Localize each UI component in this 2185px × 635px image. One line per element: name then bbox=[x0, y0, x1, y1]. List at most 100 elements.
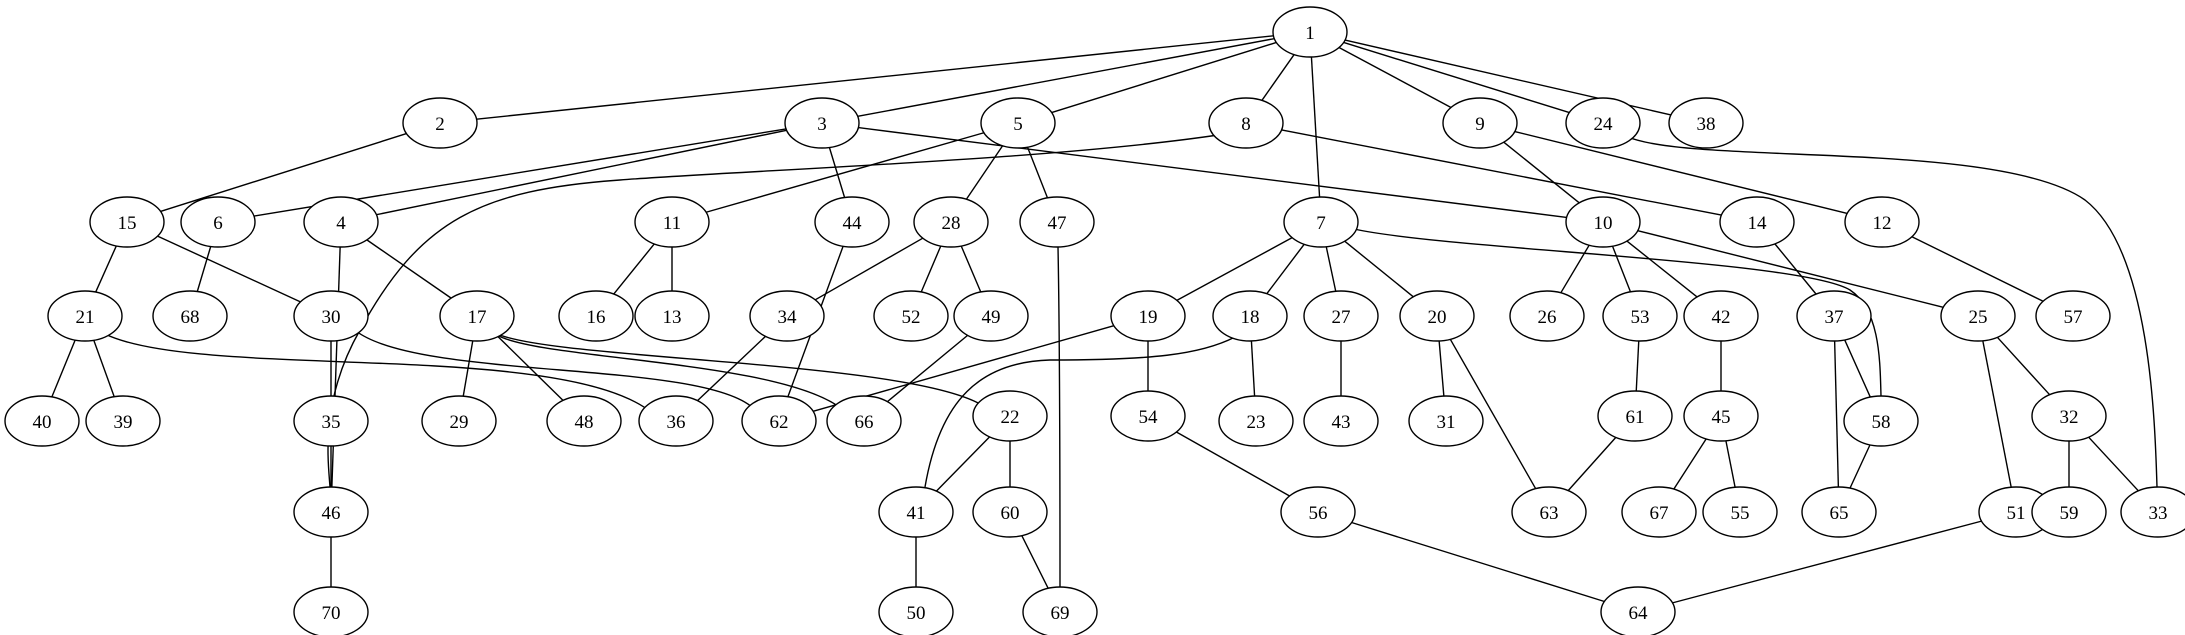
node-18: 18 bbox=[1212, 290, 1288, 342]
node-label: 28 bbox=[942, 213, 961, 234]
node-label: 34 bbox=[778, 307, 798, 328]
edge-37-65 bbox=[1833, 340, 1840, 488]
edge-9-10 bbox=[1503, 141, 1580, 204]
node-label: 2 bbox=[435, 114, 445, 135]
node-58: 58 bbox=[1843, 395, 1919, 447]
node-label: 3 bbox=[817, 114, 827, 135]
node-4: 4 bbox=[303, 196, 379, 248]
node-ellipse bbox=[85, 395, 161, 447]
node-ellipse bbox=[1110, 290, 1186, 342]
node-label: 37 bbox=[1825, 307, 1844, 328]
node-ellipse bbox=[546, 395, 622, 447]
node-64: 64 bbox=[1600, 586, 1676, 635]
node-69: 69 bbox=[1022, 586, 1098, 635]
node-23: 23 bbox=[1218, 395, 1294, 447]
node-ellipse bbox=[826, 395, 902, 447]
edge-3-44 bbox=[828, 147, 846, 198]
edge-34-36 bbox=[697, 335, 766, 402]
node-ellipse bbox=[1303, 290, 1379, 342]
node-ellipse bbox=[293, 290, 369, 342]
node-label: 46 bbox=[322, 503, 341, 524]
node-ellipse bbox=[402, 97, 478, 149]
node-label: 43 bbox=[1332, 412, 1351, 433]
node-label: 36 bbox=[667, 412, 686, 433]
node-label: 7 bbox=[1316, 213, 1326, 234]
node-ellipse bbox=[1280, 486, 1356, 538]
node-label: 40 bbox=[33, 412, 52, 433]
node-ellipse bbox=[953, 290, 1029, 342]
node-label: 58 bbox=[1872, 412, 1891, 433]
node-ellipse bbox=[1511, 486, 1587, 538]
node-2: 2 bbox=[402, 97, 478, 149]
node-54: 54 bbox=[1110, 390, 1186, 442]
node-label: 70 bbox=[322, 603, 341, 624]
node-label: 62 bbox=[770, 412, 789, 433]
node-label: 32 bbox=[2060, 407, 2079, 428]
edge-10-42 bbox=[1626, 240, 1698, 298]
node-41: 41 bbox=[878, 486, 954, 538]
node-33: 33 bbox=[2120, 486, 2185, 538]
node-13: 13 bbox=[634, 290, 710, 342]
node-label: 33 bbox=[2149, 503, 2168, 524]
node-28: 28 bbox=[913, 196, 989, 248]
node-label: 56 bbox=[1309, 503, 1328, 524]
node-label: 67 bbox=[1650, 503, 1669, 524]
node-45: 45 bbox=[1683, 390, 1759, 442]
edge-51-64 bbox=[1672, 520, 1982, 604]
node-ellipse bbox=[1683, 290, 1759, 342]
node-26: 26 bbox=[1509, 290, 1585, 342]
node-9: 9 bbox=[1442, 97, 1518, 149]
node-label: 50 bbox=[907, 603, 926, 624]
node-label: 1 bbox=[1305, 23, 1315, 44]
node-ellipse bbox=[2120, 486, 2185, 538]
node-ellipse bbox=[1303, 395, 1379, 447]
node-36: 36 bbox=[638, 395, 714, 447]
edge-7-58 bbox=[1353, 228, 1882, 397]
node-label: 64 bbox=[1629, 603, 1649, 624]
edge-17-22 bbox=[494, 332, 981, 405]
edge-1-3 bbox=[857, 37, 1275, 118]
node-ellipse bbox=[749, 290, 825, 342]
edge-1-8 bbox=[1261, 54, 1295, 101]
edge-8-46 bbox=[327, 134, 1219, 488]
edge-61-63 bbox=[1567, 436, 1617, 492]
node-label: 38 bbox=[1697, 114, 1716, 135]
node-ellipse bbox=[1668, 97, 1744, 149]
node-46: 46 bbox=[293, 486, 369, 538]
edge-47-69 bbox=[1057, 246, 1061, 588]
edge-1-24 bbox=[1343, 41, 1570, 114]
node-ellipse bbox=[873, 290, 949, 342]
edge-17-48 bbox=[497, 336, 564, 401]
node-label: 23 bbox=[1247, 412, 1266, 433]
node-37: 37 bbox=[1796, 290, 1872, 342]
node-label: 41 bbox=[907, 503, 926, 524]
node-label: 52 bbox=[902, 307, 921, 328]
node-label: 22 bbox=[1001, 407, 1020, 428]
node-20: 20 bbox=[1399, 290, 1475, 342]
node-ellipse bbox=[1110, 390, 1186, 442]
node-68: 68 bbox=[152, 290, 228, 342]
node-label: 21 bbox=[76, 307, 95, 328]
node-ellipse bbox=[878, 586, 954, 635]
node-ellipse bbox=[1208, 97, 1284, 149]
edge-10-26 bbox=[1560, 244, 1590, 294]
node-43: 43 bbox=[1303, 395, 1379, 447]
edge-7-20 bbox=[1344, 240, 1414, 298]
edge-45-55 bbox=[1725, 440, 1736, 488]
node-label: 55 bbox=[1731, 503, 1750, 524]
edge-21-39 bbox=[93, 340, 115, 397]
node-66: 66 bbox=[826, 395, 902, 447]
node-14: 14 bbox=[1719, 196, 1795, 248]
node-label: 44 bbox=[843, 213, 863, 234]
node-label: 9 bbox=[1475, 114, 1485, 135]
edge-7-19 bbox=[1176, 237, 1293, 301]
node-label: 27 bbox=[1332, 307, 1351, 328]
node-label: 19 bbox=[1139, 307, 1158, 328]
node-35: 35 bbox=[293, 395, 369, 447]
edge-56-64 bbox=[1351, 521, 1605, 603]
edge-22-41 bbox=[935, 436, 991, 492]
node-50: 50 bbox=[878, 586, 954, 635]
node-ellipse bbox=[1940, 290, 2016, 342]
node-label: 60 bbox=[1001, 503, 1020, 524]
edge-49-66 bbox=[886, 334, 969, 403]
